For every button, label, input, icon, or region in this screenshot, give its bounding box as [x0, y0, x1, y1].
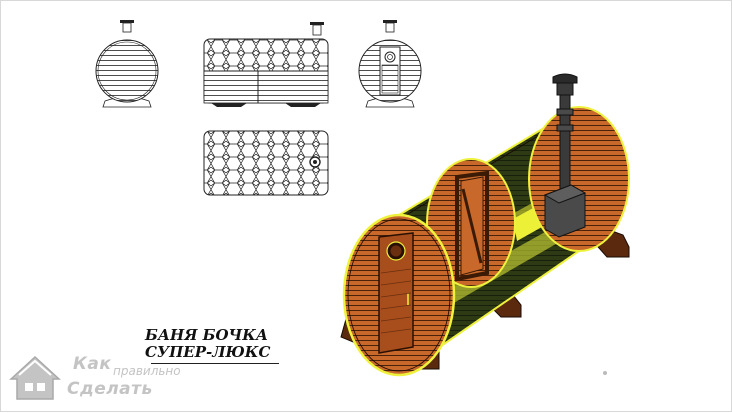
porthole-window [386, 241, 406, 261]
house-icon [9, 355, 61, 400]
side-view-elevation [203, 22, 329, 107]
isometric-cutaway [340, 73, 630, 377]
watermark-word-2: правильно [113, 364, 181, 378]
end-view-elevation [95, 20, 159, 108]
watermark-logo: Как правильно Сделать [7, 351, 227, 407]
roof-plan-view [203, 130, 329, 196]
drawing-title: БАНЯ БОЧКА СУПЕР-ЛЮКС [145, 326, 285, 364]
title-underline [151, 363, 279, 364]
title-line-1: БАНЯ БОЧКА [145, 326, 269, 344]
watermark-word-1: Как [73, 354, 112, 374]
door-end-view-elevation [358, 20, 422, 108]
watermark-word-3: Сделать [67, 379, 153, 399]
title-line-2: СУПЕР-ЛЮКС [145, 343, 271, 361]
